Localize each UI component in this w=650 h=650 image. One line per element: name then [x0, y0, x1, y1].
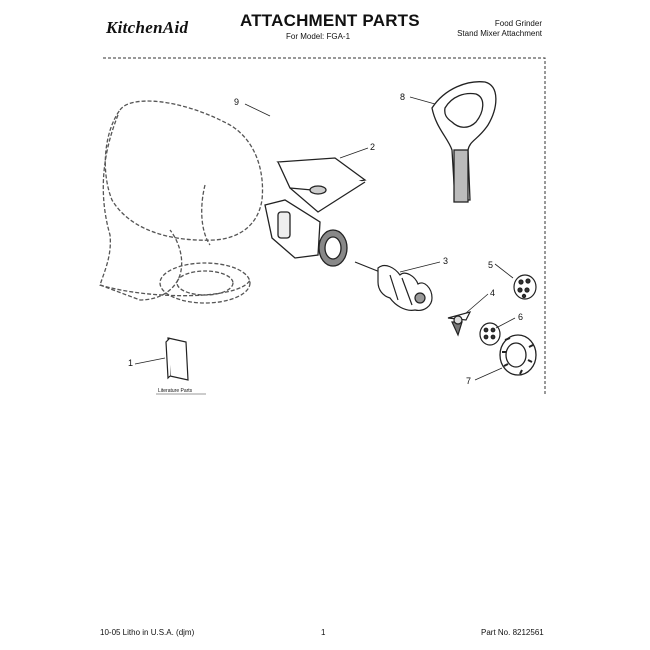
- callout-6: 6: [518, 312, 523, 322]
- footer-part-number: Part No. 8212561: [481, 628, 544, 637]
- grinder-screw: [354, 261, 433, 311]
- kitchenaid-logo: KitchenAid: [106, 18, 189, 37]
- hopper-tray: [276, 157, 367, 213]
- callout-2: 2: [370, 142, 375, 152]
- callout-8: 8: [400, 92, 405, 102]
- footer-print-info: 10-05 Litho in U.S.A. (djm): [100, 628, 195, 637]
- callout-3: 3: [443, 256, 448, 266]
- book-label: Literature Parts: [158, 388, 193, 394]
- callout-1: 1: [128, 358, 133, 368]
- food-pusher: [431, 81, 497, 203]
- callout-7: 7: [466, 376, 471, 386]
- stand-mixer-outline: [99, 100, 264, 304]
- callout-9: 9: [234, 97, 239, 107]
- grinder-knife: [447, 311, 472, 337]
- callout-4: 4: [490, 288, 495, 298]
- callout-5: 5: [488, 260, 493, 270]
- leader-lines: [134, 96, 516, 381]
- coarse-plate: [513, 274, 537, 300]
- grinder-body: [264, 199, 348, 267]
- model-line: For Model: FGA-1: [286, 32, 351, 41]
- dashed-frame: [103, 57, 546, 395]
- retaining-ring: [499, 334, 537, 376]
- product-line-1: Food Grinder: [494, 19, 542, 28]
- fine-plate: [479, 322, 501, 346]
- product-line-2: Stand Mixer Attachment: [457, 29, 542, 38]
- page-title: ATTACHMENT PARTS: [240, 11, 420, 30]
- product-info: Food Grinder Stand Mixer Attachment: [457, 19, 542, 39]
- footer-page-number: 1: [321, 628, 326, 637]
- literature-book: [165, 337, 189, 381]
